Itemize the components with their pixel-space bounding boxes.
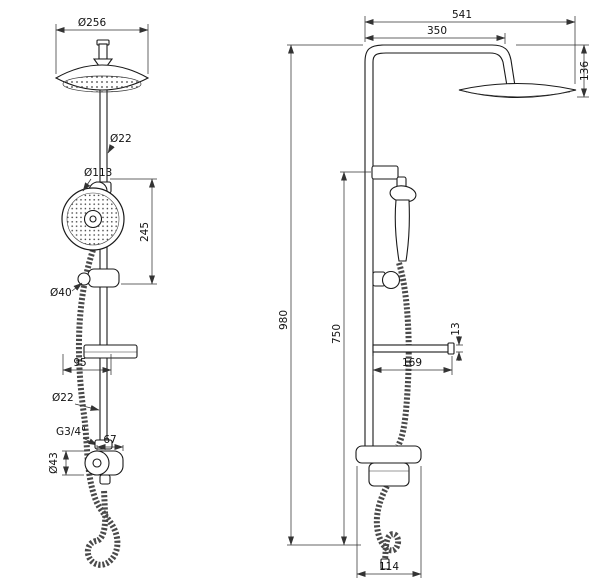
dim-label-shelf-offset: 95 xyxy=(73,357,86,369)
dim-handset-diameter: Ø113 xyxy=(82,167,112,192)
head-side-body xyxy=(458,83,577,98)
dim-riser-height: 750 xyxy=(331,171,371,546)
dim-label-riser-height: 750 xyxy=(331,324,343,344)
front-view: Ø256 Ø22 Ø113 245 xyxy=(48,17,157,568)
dim-label-overall-height: 980 xyxy=(278,310,290,330)
spray-face xyxy=(62,75,142,93)
dim-label-shelf-thickness: 13 xyxy=(450,322,462,335)
side-view: 541 350 136 xyxy=(278,9,591,578)
dim-label-riser-lower: Ø22 xyxy=(52,392,74,404)
dim-label-overall-width: 541 xyxy=(452,9,472,21)
dim-overall-height: 980 xyxy=(278,44,363,546)
dim-valve-width: 114 xyxy=(356,466,422,578)
riser-pipe-front xyxy=(99,90,108,441)
shelf-side xyxy=(372,342,455,355)
dim-label-slider-knob: Ø40 xyxy=(50,287,72,299)
slider-knob-side xyxy=(381,270,401,290)
slider-knob xyxy=(77,272,91,286)
dim-label-handset-travel: 245 xyxy=(139,222,151,242)
dim-slider-knob: Ø40 xyxy=(50,282,83,299)
dim-arm-projection: 350 xyxy=(364,25,506,44)
hose-end-fitting xyxy=(380,558,390,570)
shower-hose-side-lower xyxy=(373,484,402,560)
handset-bracket-side xyxy=(371,165,399,180)
riser-pipe-side xyxy=(364,62,374,446)
dim-overall-width: 541 xyxy=(364,9,576,84)
overhead-shower-side xyxy=(458,83,577,98)
dim-label-arm-projection: 350 xyxy=(427,25,447,37)
dim-riser-lower: Ø22 xyxy=(52,392,100,411)
hand-shower-side xyxy=(371,165,417,262)
dim-riser-upper: Ø22 xyxy=(107,133,132,154)
dim-overhead-diameter: Ø256 xyxy=(55,17,149,74)
dim-label-handset-diameter: Ø113 xyxy=(84,167,112,179)
slider-bracket-side xyxy=(372,270,401,290)
valve-body-side xyxy=(355,445,422,464)
dim-shelf-thickness: 13 xyxy=(450,322,463,361)
dim-label-head-drop: 136 xyxy=(579,61,591,81)
control-knob-center xyxy=(92,458,102,468)
shower-hose-front xyxy=(75,249,121,568)
shelf-side-lip xyxy=(447,342,455,355)
dim-label-riser-upper: Ø22 xyxy=(110,133,132,145)
hand-shower-front xyxy=(61,181,125,251)
handset-cap-center xyxy=(89,215,97,223)
dim-label-overhead-diameter: Ø256 xyxy=(78,17,107,29)
dim-label-inlet-thread: G3/4" xyxy=(56,426,86,438)
dim-control-knob: Ø43 xyxy=(48,450,84,476)
shower-arm-side xyxy=(364,44,516,87)
handset-handle-side xyxy=(394,199,410,262)
dim-inlet-thread: G3/4" xyxy=(56,426,98,446)
overhead-shower-front xyxy=(54,39,150,93)
slider-bracket-body xyxy=(87,268,120,288)
dim-shelf-depth: 169 xyxy=(372,356,453,375)
shower-hose-side-upper xyxy=(395,262,412,448)
dim-head-drop: 136 xyxy=(516,44,591,98)
shelf-body xyxy=(83,344,138,359)
dim-label-control-knob: Ø43 xyxy=(48,452,60,474)
hose-outlet xyxy=(99,474,111,485)
shelf-front xyxy=(83,344,138,359)
mixer-valve-side xyxy=(355,445,422,487)
stem xyxy=(98,43,108,60)
mixer-valve-front xyxy=(84,439,124,485)
dim-label-valve-offset: 67 xyxy=(103,434,116,446)
dim-label-valve-width: 114 xyxy=(379,561,399,573)
slider-bracket-front xyxy=(77,268,120,288)
dim-valve-offset: 67 xyxy=(96,434,124,451)
shelf-side-body xyxy=(372,344,453,353)
valve-lower-side xyxy=(368,462,410,487)
dim-label-shelf-depth: 169 xyxy=(402,357,422,369)
dim-handset-travel: 245 xyxy=(110,178,157,285)
dim-shelf-offset: 95 xyxy=(62,354,112,375)
